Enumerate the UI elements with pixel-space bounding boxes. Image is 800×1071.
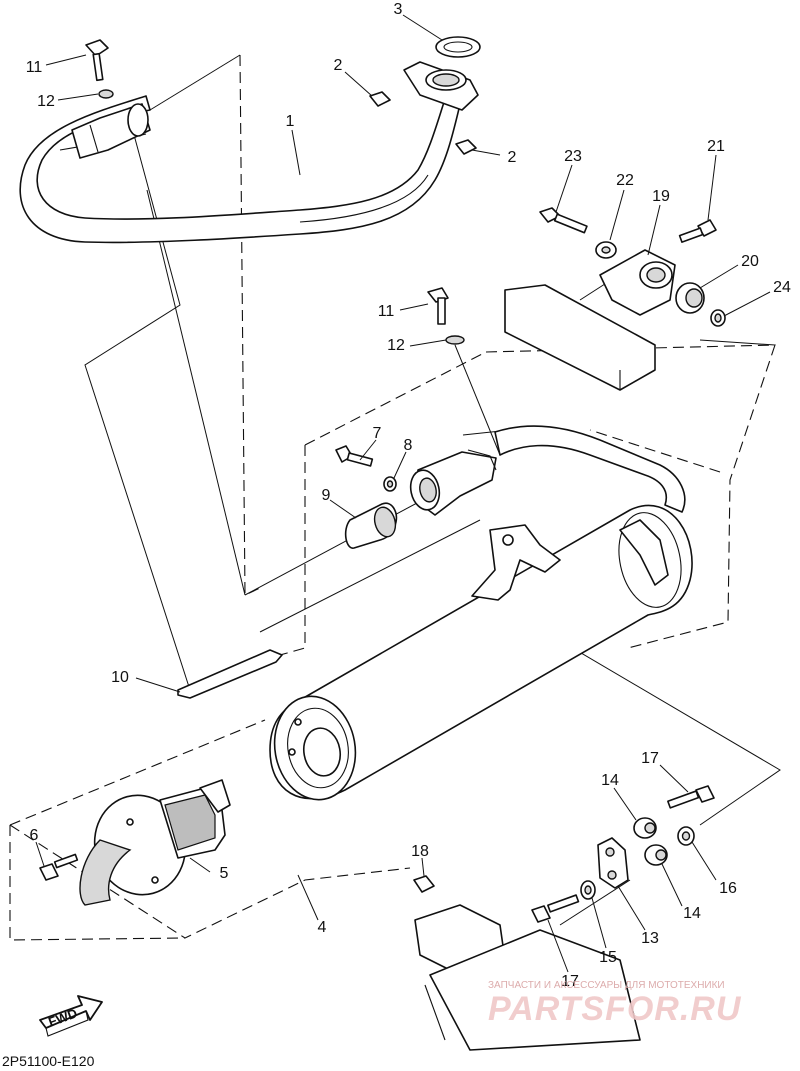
callout-23: 23 xyxy=(564,148,582,165)
callout-leaders xyxy=(35,14,771,973)
callout-5: 5 xyxy=(220,865,229,882)
callout-12: 12 xyxy=(37,93,55,110)
callout-labels: 3 11 12 2 2 1 23 22 19 21 20 24 11 12 7 … xyxy=(26,1,791,990)
callout-8: 8 xyxy=(404,437,413,454)
callout-17: 17 xyxy=(561,973,579,990)
watermark-brand: PARTSFOR.RU xyxy=(488,990,742,1028)
callout-4: 4 xyxy=(318,919,327,936)
lower-mount-assembly xyxy=(413,785,715,1051)
callout-20: 20 xyxy=(741,253,759,270)
muffler-joint-parts xyxy=(335,287,465,549)
callout-22: 22 xyxy=(616,172,634,189)
callout-10: 10 xyxy=(111,669,129,686)
callout-14: 14 xyxy=(683,905,701,922)
fasteners-top xyxy=(85,39,477,155)
callout-9: 9 xyxy=(322,487,331,504)
callout-3: 3 xyxy=(394,1,403,18)
exhaust-pipe xyxy=(19,36,481,244)
callout-17: 17 xyxy=(641,750,659,767)
callout-7: 7 xyxy=(373,425,382,442)
callout-24: 24 xyxy=(773,279,791,296)
mount-bracket-assembly xyxy=(504,207,726,391)
callout-15: 15 xyxy=(599,949,617,966)
callout-19: 19 xyxy=(652,188,670,205)
spark-arrester xyxy=(39,779,231,906)
callout-2: 2 xyxy=(508,149,517,166)
diagram-code: 2P51100-E120 xyxy=(2,1053,95,1069)
callout-1: 1 xyxy=(286,113,295,130)
callout-13: 13 xyxy=(641,930,659,947)
muffler xyxy=(269,425,693,801)
watermark: ЗАПЧАСТИ И АКСЕССУАРЫ ДЛЯ МОТОТЕХНИКИ PA… xyxy=(488,980,742,1028)
callout-11: 11 xyxy=(378,303,395,320)
callout-18: 18 xyxy=(411,843,429,860)
watermark-tagline: ЗАПЧАСТИ И АКСЕССУАРЫ ДЛЯ МОТОТЕХНИКИ xyxy=(488,980,725,991)
callout-16: 16 xyxy=(719,880,737,897)
callout-12: 12 xyxy=(387,337,405,354)
callout-2: 2 xyxy=(334,57,343,74)
fwd-arrow: FWD xyxy=(39,995,103,1037)
callout-11: 11 xyxy=(26,59,43,76)
callout-6: 6 xyxy=(30,827,39,844)
callout-21: 21 xyxy=(707,138,725,155)
callout-14: 14 xyxy=(601,772,619,789)
protector-strap xyxy=(177,649,283,699)
assembly-lines xyxy=(84,54,781,926)
